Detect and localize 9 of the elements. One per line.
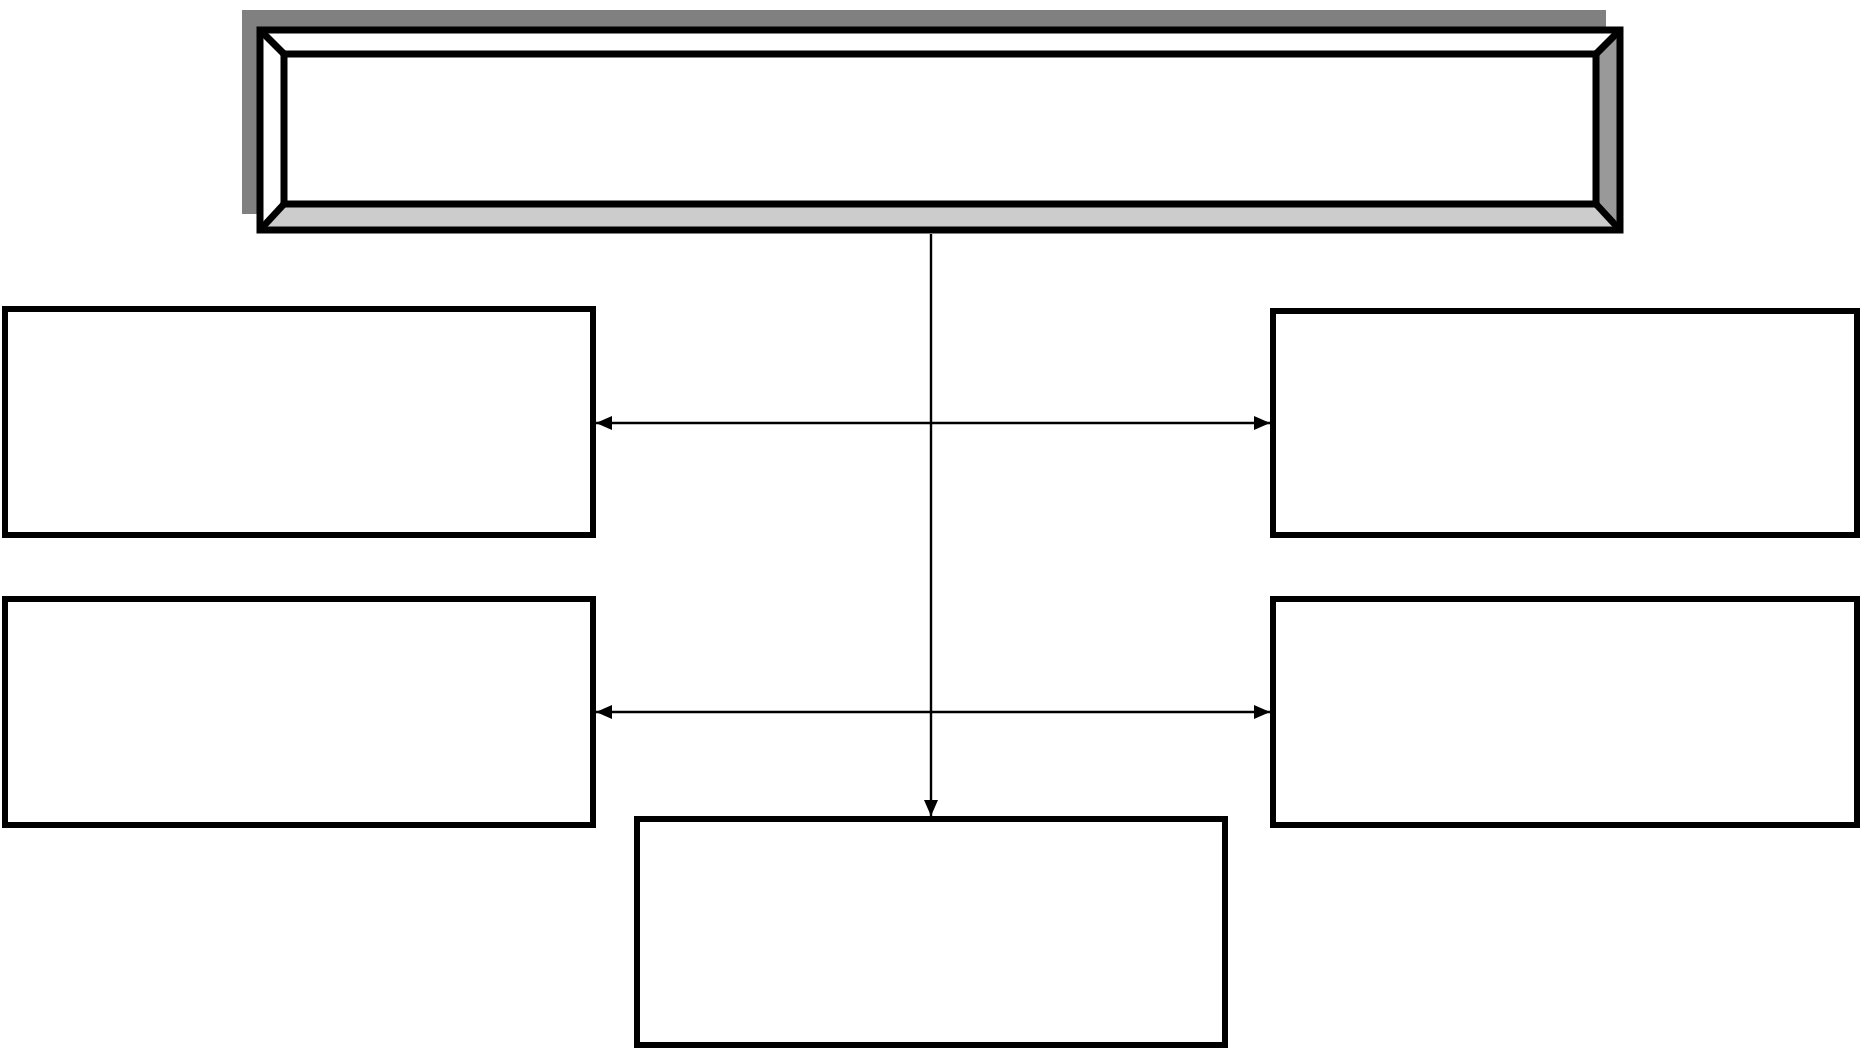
empty-box <box>1270 308 1860 538</box>
arrow <box>924 234 938 816</box>
empty-box <box>634 816 1228 1048</box>
double-arrow <box>596 416 1270 430</box>
beveled-frame <box>240 8 1624 234</box>
double-arrow <box>596 705 1270 719</box>
empty-box <box>2 596 596 828</box>
empty-box <box>2 306 596 538</box>
empty-box <box>1270 596 1860 828</box>
